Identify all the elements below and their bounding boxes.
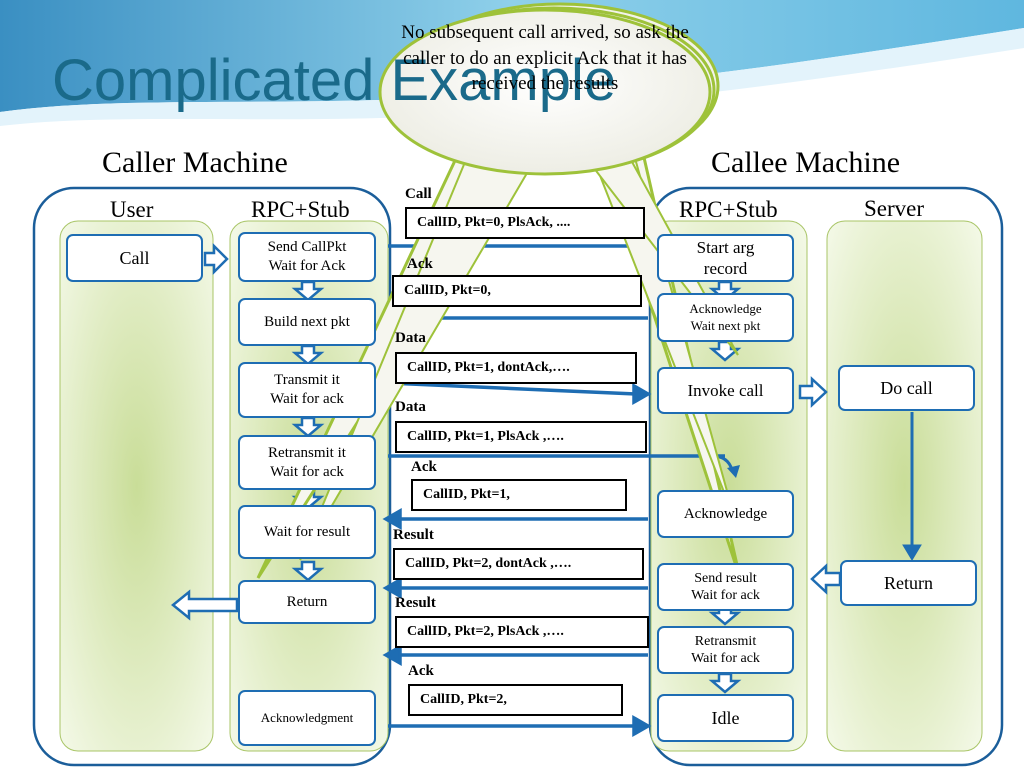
msg-label-ack1: Ack bbox=[411, 459, 437, 475]
msg-box-data1: CallID, Pkt=1, dontAck,…. bbox=[395, 352, 637, 384]
arrowhead bbox=[727, 465, 740, 478]
arrowhead bbox=[902, 544, 922, 561]
msg-label-ack2: Ack bbox=[408, 663, 434, 679]
msg-label-ack0: Ack bbox=[407, 256, 433, 272]
msg-box-data2: CallID, Pkt=1, PlsAck ,…. bbox=[395, 421, 647, 453]
flow-arrow-down bbox=[291, 280, 325, 302]
flow-arrow-down bbox=[291, 344, 325, 366]
caller-build-next-pkt-node: Build next pkt bbox=[238, 298, 376, 346]
callout-text: No subsequent call arrived, so ask the c… bbox=[401, 22, 689, 95]
arrowhead bbox=[382, 576, 402, 600]
msg-label-data2: Data bbox=[395, 399, 426, 415]
column-server: Server bbox=[864, 196, 925, 221]
callee-invoke-call-node: Invoke call bbox=[657, 367, 794, 414]
column-caller-stub: RPC+Stub bbox=[251, 197, 350, 222]
msg-label-data1: Data bbox=[395, 330, 426, 346]
column-callee-stub: RPC+Stub bbox=[679, 197, 778, 222]
flow-arrow-right bbox=[203, 242, 229, 276]
callee-retransmit-node: Retransmit Wait for ack bbox=[657, 626, 794, 674]
flow-arrow-down bbox=[291, 560, 325, 582]
msg-box-ack0: CallID, Pkt=0, bbox=[392, 275, 642, 307]
column-user: User bbox=[110, 197, 154, 222]
callee-acknowledge-node: Acknowledge bbox=[657, 490, 794, 538]
arrowhead bbox=[632, 382, 652, 406]
msg-arrow-data1 bbox=[387, 381, 637, 396]
server-return-node: Return bbox=[840, 560, 977, 606]
arrowhead bbox=[632, 714, 652, 738]
arrowhead bbox=[382, 507, 402, 531]
lane-server bbox=[826, 220, 983, 752]
msg-label-call: Call bbox=[405, 186, 432, 202]
caller-transmit-node: Transmit it Wait for ack bbox=[238, 362, 376, 418]
callee-send-result-node: Send result Wait for ack bbox=[657, 563, 794, 611]
arrowhead bbox=[382, 643, 402, 667]
callee-acknowledge-wait-node: Acknowledge Wait next pkt bbox=[657, 293, 794, 342]
callee-idle-node: Idle bbox=[657, 694, 794, 742]
user-call-node: Call bbox=[66, 234, 203, 282]
caller-machine-heading: Caller Machine bbox=[102, 146, 288, 179]
flow-arrow-down bbox=[291, 416, 325, 438]
caller-wait-for-result-node: Wait for result bbox=[238, 505, 376, 559]
lane-user bbox=[59, 220, 214, 752]
flow-arrow-right bbox=[798, 376, 828, 408]
flow-arrow-left bbox=[171, 589, 239, 621]
caller-send-callpkt-node: Send CallPkt Wait for Ack bbox=[238, 232, 376, 282]
caller-acknowledgment-node: Acknowledgment bbox=[238, 690, 376, 746]
msg-label-result2: Result bbox=[395, 595, 436, 611]
flow-arrow-down bbox=[708, 672, 742, 694]
msg-box-call: CallID, Pkt=0, PlsAck, .... bbox=[405, 207, 645, 239]
msg-box-ack2: CallID, Pkt=2, bbox=[408, 684, 623, 716]
msg-box-ack1: CallID, Pkt=1, bbox=[411, 479, 627, 511]
caller-return-node: Return bbox=[238, 580, 376, 624]
callee-start-arg-record-node: Start arg record bbox=[657, 234, 794, 282]
msg-box-result1: CallID, Pkt=2, dontAck ,…. bbox=[393, 548, 644, 580]
page-title: Complicated Example bbox=[52, 48, 617, 113]
msg-box-result2: CallID, Pkt=2, PlsAck ,…. bbox=[395, 616, 649, 648]
callout-body bbox=[378, 8, 712, 176]
caller-retransmit-node: Retransmit it Wait for ack bbox=[238, 435, 376, 490]
msg-label-result1: Result bbox=[393, 527, 434, 543]
flow-arrow-left bbox=[810, 563, 842, 595]
server-do-call-node: Do call bbox=[838, 365, 975, 411]
callee-machine-heading: Callee Machine bbox=[711, 146, 901, 179]
